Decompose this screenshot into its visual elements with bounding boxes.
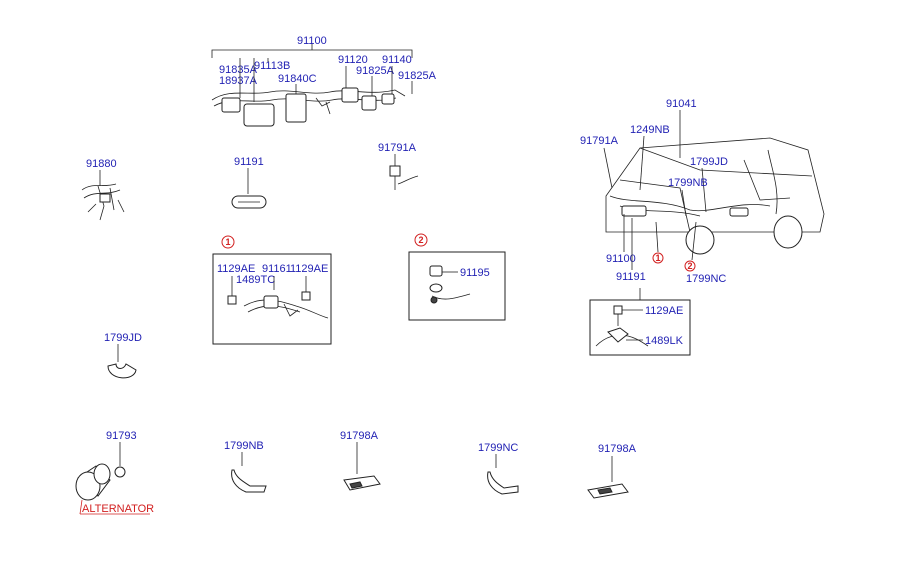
label-1799JD: 1799JD — [104, 332, 142, 344]
callout-1-box: 1 — [226, 237, 231, 247]
label-91825A-1: 91825A — [356, 65, 395, 77]
part-1799JD-clip: 1799JD — [104, 332, 142, 379]
label-91140: 91140 — [382, 54, 412, 66]
label-91840C: 91840C — [278, 73, 317, 85]
label-1799NC-van: 1799NC — [686, 273, 726, 285]
part-91880: 91880 — [81, 158, 125, 221]
box-frame-1 — [212, 253, 332, 345]
label-91880: 91880 — [86, 158, 117, 170]
label-91791A-van: 91791A — [580, 135, 619, 147]
label-1799NB: 1799NB — [224, 440, 264, 452]
label-1489TC: 1489TC — [236, 274, 275, 286]
label-91791A-left: 91791A — [378, 142, 417, 154]
label-1799NB-van: 1799NB — [668, 177, 708, 189]
label-91798A-2: 91798A — [598, 443, 637, 455]
detail-box-2: 2 91195 — [408, 233, 506, 321]
van-illustration: 91041 91791A 1249NB 1799JD 1799NB 91100 … — [580, 98, 825, 300]
label-91041: 91041 — [666, 98, 697, 110]
part-91798A-connector-1: 91798A — [340, 430, 381, 491]
part-91791A-screw: 91791A — [378, 142, 419, 190]
label-1799JD-van: 1799JD — [690, 156, 728, 168]
label-18937A: 18937A — [219, 75, 258, 87]
part-91793-alternator: 91793 ALTERNATOR — [75, 430, 154, 515]
label-91825A-2: 91825A — [398, 70, 437, 82]
detail-box-1: 1 1129AE 91161 1129AE 1489TC — [212, 235, 332, 345]
callout-2-van: 2 — [688, 261, 693, 271]
callout-1-van: 1 — [656, 253, 661, 263]
callout-2-box: 2 — [419, 235, 424, 245]
label-91798A-1: 91798A — [340, 430, 379, 442]
label-1129AE-c: 1129AE — [645, 305, 683, 317]
label-91161: 91161 — [262, 263, 292, 275]
label-91191-top: 91191 — [234, 156, 264, 168]
label-alternator: ALTERNATOR — [82, 503, 154, 515]
part-1799NC-clip: 1799NC — [478, 442, 519, 495]
label-1799NC: 1799NC — [478, 442, 518, 454]
detail-box-3: 1129AE 1489LK — [589, 299, 691, 356]
label-91835A: 91835A — [219, 64, 258, 76]
label-91100-top: 91100 — [297, 35, 327, 47]
label-91793: 91793 — [106, 430, 137, 442]
label-91191-van: 91191 — [616, 271, 646, 283]
label-1129AE-b: 1129AE — [290, 263, 328, 275]
label-1489LK: 1489LK — [645, 335, 684, 347]
label-91195: 91195 — [460, 267, 490, 279]
box-frame-2 — [408, 251, 506, 321]
label-1129AE-a: 1129AE — [217, 263, 255, 275]
label-91100-van: 91100 — [606, 253, 636, 265]
part-91798A-connector-2: 91798A — [587, 443, 637, 499]
label-1249NB: 1249NB — [630, 124, 670, 136]
box-frame-3 — [589, 299, 691, 356]
label-91113B: 91113B — [254, 60, 290, 72]
part-1799NB-clip: 1799NB — [224, 440, 267, 493]
main-harness-assembly: 91100 91835A 18937A 91113B 91840C 91120 … — [211, 35, 437, 127]
label-91120: 91120 — [338, 54, 368, 66]
part-91191-grommet: 91191 — [231, 156, 267, 209]
